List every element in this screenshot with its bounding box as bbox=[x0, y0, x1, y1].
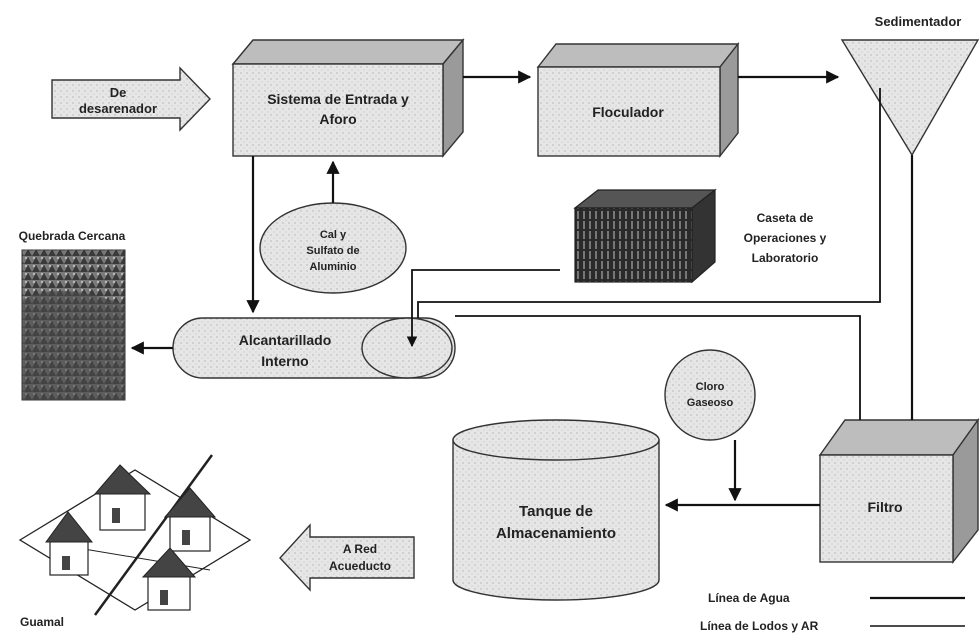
entrada-label-2: Aforo bbox=[319, 111, 356, 127]
legend-agua-label: Línea de Agua bbox=[708, 591, 790, 605]
filtro-label: Filtro bbox=[868, 499, 903, 515]
cal-sulfato-ellipse: Cal y Sulfato de Aluminio bbox=[259, 202, 407, 294]
caseta-label-2: Operaciones y bbox=[744, 231, 827, 245]
sedimentador-funnel: Sedimentador bbox=[840, 14, 980, 157]
caseta-building: Caseta de Operaciones y Laboratorio bbox=[573, 188, 827, 284]
cloro-ellipse: Cloro Gaseoso bbox=[664, 349, 756, 441]
tanque-label-2: Almacenamiento bbox=[496, 525, 616, 542]
sedimentador-label: Sedimentador bbox=[875, 14, 962, 29]
red-label-1: A Red bbox=[343, 542, 377, 556]
caseta-label-3: Laboratorio bbox=[752, 251, 819, 265]
legend: Línea de Agua Línea de Lodos y AR bbox=[700, 591, 965, 633]
entrada-label-1: Sistema de Entrada y bbox=[267, 91, 409, 107]
flow-lines bbox=[130, 70, 914, 512]
cloro-label-1: Cloro bbox=[696, 381, 725, 393]
houses-icon: Guamal bbox=[18, 454, 252, 629]
caseta-label-1: Caseta de bbox=[757, 211, 814, 225]
desarenador-label-1: De bbox=[110, 85, 127, 100]
floculador-label: Floculador bbox=[592, 104, 664, 120]
red-acueducto-arrow: A Red Acueducto bbox=[279, 523, 415, 592]
alcantarillado-label-2: Interno bbox=[261, 353, 308, 369]
tanque-label-1: Tanque de bbox=[519, 503, 593, 520]
desarenador-label-2: desarenador bbox=[79, 101, 157, 116]
cal-label-2: Sulfato de bbox=[306, 245, 359, 257]
alcantarillado-label-1: Alcantarillado bbox=[239, 332, 332, 348]
tanque-cylinder: Tanque de Almacenamiento bbox=[452, 419, 660, 601]
quebrada-label: Quebrada Cercana bbox=[19, 229, 126, 243]
cal-label-1: Cal y bbox=[320, 229, 347, 241]
floculador-box: Floculador bbox=[536, 41, 740, 159]
quebrada-photo: Quebrada Cercana bbox=[19, 229, 126, 401]
red-label-2: Acueducto bbox=[329, 559, 391, 573]
desarenador-arrow: De desarenador bbox=[51, 66, 211, 132]
guamal-label: Guamal bbox=[20, 615, 64, 629]
cal-label-3: Aluminio bbox=[309, 261, 356, 273]
entrada-aforo-box: Sistema de Entrada y Aforo bbox=[231, 38, 465, 158]
cloro-label-2: Gaseoso bbox=[687, 397, 734, 409]
filtro-box: Filtro bbox=[818, 417, 980, 565]
building-icon bbox=[574, 207, 693, 283]
legend-lodos-label: Línea de Lodos y AR bbox=[700, 619, 819, 633]
